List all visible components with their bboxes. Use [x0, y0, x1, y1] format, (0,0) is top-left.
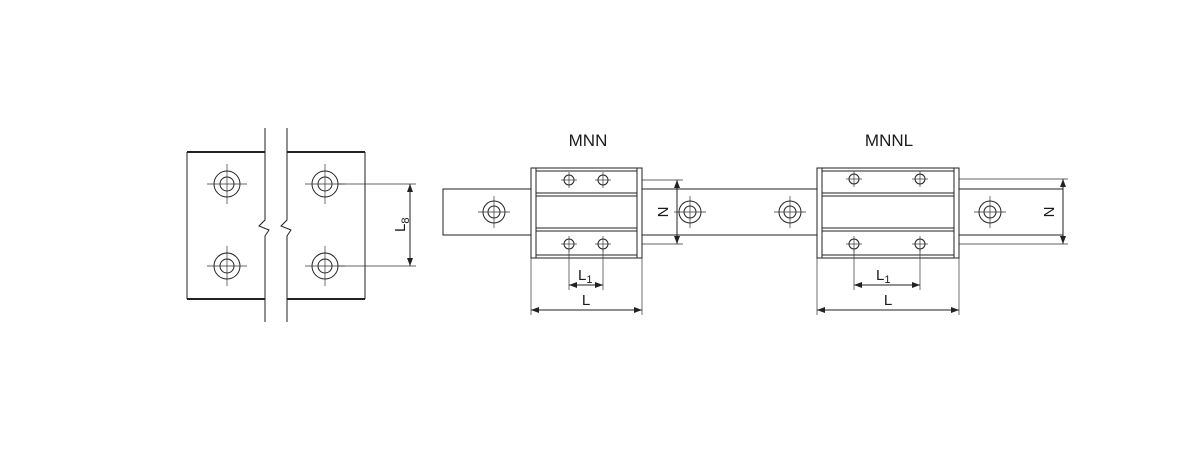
rail-hole — [478, 196, 510, 228]
rail-hole — [674, 196, 706, 228]
dimension-subscript-l1: 1 — [884, 274, 890, 286]
dimension-subscript-l8: 8 — [400, 218, 412, 224]
block-mnnl: MNNL L1 — [816, 131, 1068, 315]
dimension-label-l1: L — [578, 267, 586, 284]
dimension-n-mnn: N — [642, 179, 683, 245]
block-mnn: MNN L1 — [530, 131, 683, 315]
svg-text:L8: L8 — [392, 218, 412, 232]
model-label-mnn: MNN — [569, 131, 608, 150]
screw-hole — [595, 236, 611, 252]
dimension-l1-mnnl: L1 — [853, 250, 921, 290]
dimension-label-l: L — [582, 292, 590, 309]
dimension-l-mnn: L — [530, 258, 643, 315]
mounting-hole — [207, 164, 247, 204]
screw-hole — [912, 236, 928, 252]
svg-text:L1: L1 — [578, 267, 592, 286]
screw-hole — [912, 171, 928, 187]
screw-hole — [846, 171, 862, 187]
break-lines — [258, 128, 292, 322]
rail-segment-left — [186, 151, 265, 300]
dimension-l1-mnn: L1 — [568, 250, 604, 290]
dimension-n-mnnl: N — [959, 178, 1068, 245]
rail-hole — [974, 196, 1006, 228]
dimension-subscript-l1: 1 — [586, 274, 592, 286]
dimension-label-l8: L — [392, 224, 409, 232]
dimension-label-n: N — [1041, 207, 1058, 218]
screw-hole — [595, 172, 611, 188]
svg-text:L1: L1 — [876, 267, 890, 286]
mounting-hole — [207, 246, 247, 286]
screw-hole — [561, 172, 577, 188]
rail-segment-right — [287, 151, 366, 300]
dimension-label-l1: L — [876, 267, 884, 284]
screw-hole — [846, 236, 862, 252]
model-label-mnnl: MNNL — [865, 131, 913, 150]
rail-top-view: L8 — [186, 128, 416, 322]
screw-hole — [561, 236, 577, 252]
dimension-label-n: N — [655, 207, 672, 218]
dimension-l-mnnl: L — [816, 258, 960, 315]
rail-hole — [774, 196, 806, 228]
dimension-label-l: L — [884, 292, 892, 309]
dimension-l8: L8 — [338, 183, 416, 267]
